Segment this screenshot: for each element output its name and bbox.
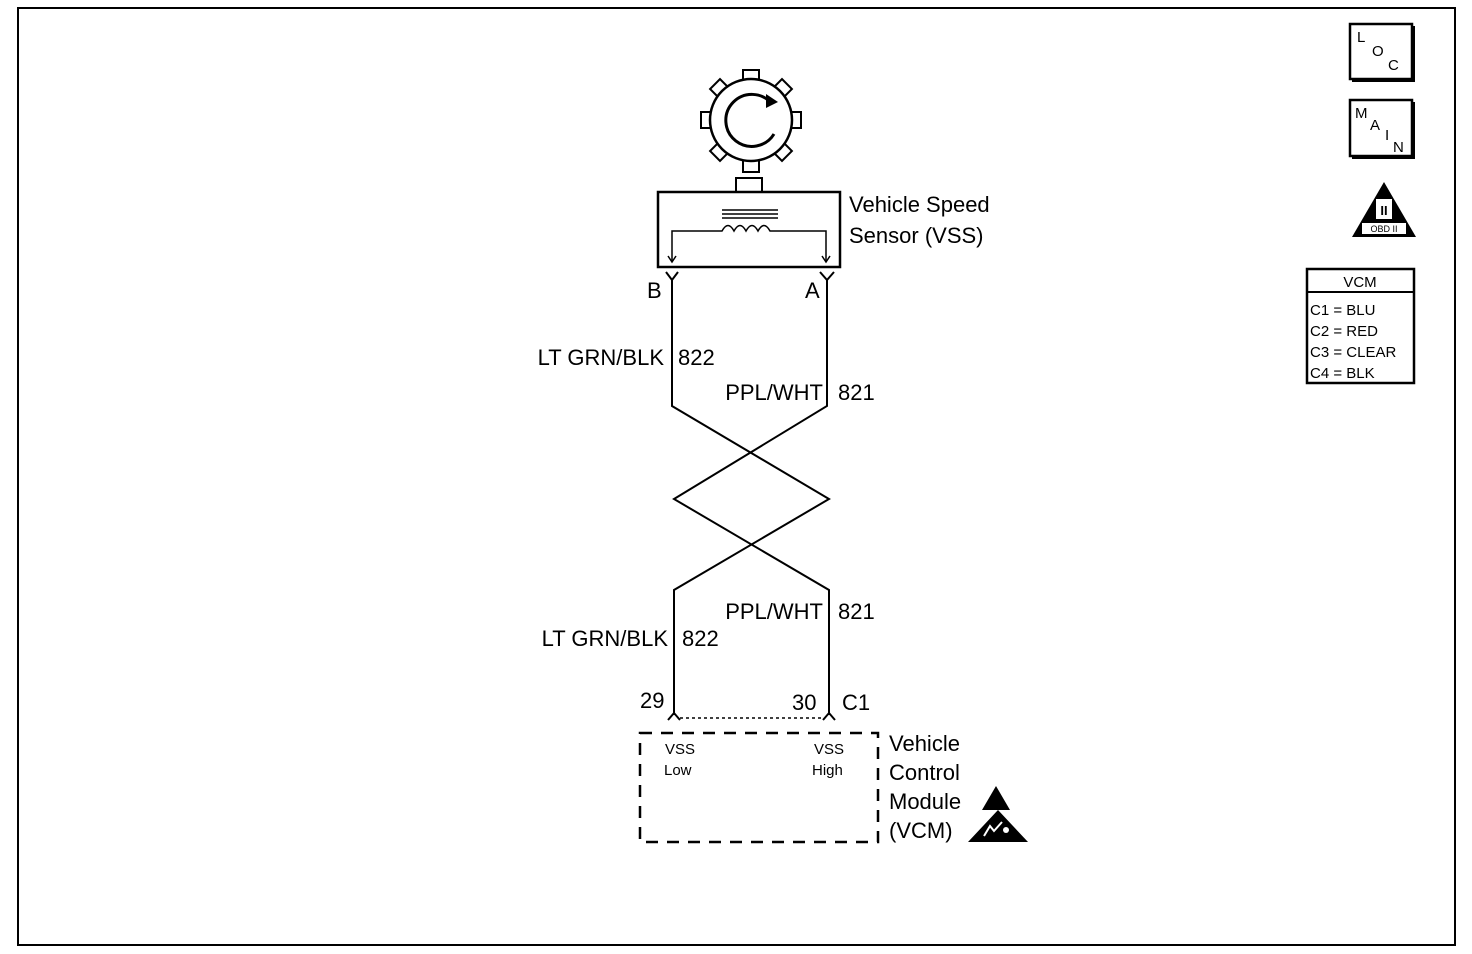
sensor-pin-b-terminal xyxy=(665,271,679,282)
sensor-pin-a-terminal xyxy=(819,271,835,282)
legend-row-c1: C1 = BLU xyxy=(1310,302,1375,319)
sensor-name-line2: Sensor (VSS) xyxy=(849,223,984,248)
legend-title: VCM xyxy=(1343,274,1376,291)
main-letter-n: N xyxy=(1393,139,1404,156)
module-name-line1: Vehicle xyxy=(889,731,960,756)
vss-sensor-box xyxy=(656,177,842,269)
twisted-pair-wires xyxy=(671,280,831,715)
obd-ii-icon: II OBD II xyxy=(1352,182,1416,237)
top-left-wire-color: LT GRN/BLK xyxy=(538,345,665,370)
module-pin-30-label: 30 xyxy=(792,690,816,715)
bottom-left-wire-circuit: 822 xyxy=(682,626,719,651)
top-left-wire-circuit: 822 xyxy=(678,345,715,370)
sensor-pin-a-label: A xyxy=(805,278,820,303)
obd-numeral: II xyxy=(1380,203,1387,218)
obd-text: OBD II xyxy=(1370,224,1397,234)
vss-high-line2: High xyxy=(812,762,843,779)
main-letter-a: A xyxy=(1370,117,1380,134)
vss-high-line1: VSS xyxy=(814,741,844,758)
module-pin-30-terminal xyxy=(822,711,836,721)
bottom-right-wire-circuit: 821 xyxy=(838,599,875,624)
sensor-name-line1: Vehicle Speed xyxy=(849,192,990,217)
loc-letter-l: L xyxy=(1357,29,1365,46)
vcm-module-box xyxy=(638,731,880,844)
top-right-wire-circuit: 821 xyxy=(838,380,875,405)
loc-letter-o: O xyxy=(1372,43,1384,60)
main-letter-m: M xyxy=(1355,105,1368,122)
location-icon: L O C xyxy=(1348,22,1415,82)
reluctor-wheel-icon xyxy=(700,69,802,173)
main-letter-i: I xyxy=(1385,127,1389,144)
module-pin-29-label: 29 xyxy=(640,688,664,713)
main-icon: M A I N xyxy=(1348,98,1415,159)
legend-row-c3: C3 = CLEAR xyxy=(1310,344,1396,361)
esd-warning-icon xyxy=(968,786,1028,842)
connector-c1-label: C1 xyxy=(842,690,870,715)
sensor-pin-b-label: B xyxy=(647,278,662,303)
vcm-connector-legend: VCM C1 = BLU C2 = RED C3 = CLEAR C4 = BL… xyxy=(1305,267,1416,385)
vss-low-line2: Low xyxy=(664,762,692,779)
legend-row-c2: C2 = RED xyxy=(1310,323,1378,340)
module-pin-29-terminal xyxy=(667,711,681,721)
bottom-right-wire-color: PPL/WHT xyxy=(725,599,823,624)
top-right-wire-color: PPL/WHT xyxy=(725,380,823,405)
diagram-border xyxy=(17,7,1456,946)
legend-row-c4: C4 = BLK xyxy=(1310,365,1375,382)
bottom-left-wire-color: LT GRN/BLK xyxy=(542,626,669,651)
module-name-line4: (VCM) xyxy=(889,818,953,843)
loc-letter-c: C xyxy=(1388,57,1399,74)
module-name-line3: Module xyxy=(889,789,961,814)
vss-low-line1: VSS xyxy=(665,741,695,758)
module-name-line2: Control xyxy=(889,760,960,785)
